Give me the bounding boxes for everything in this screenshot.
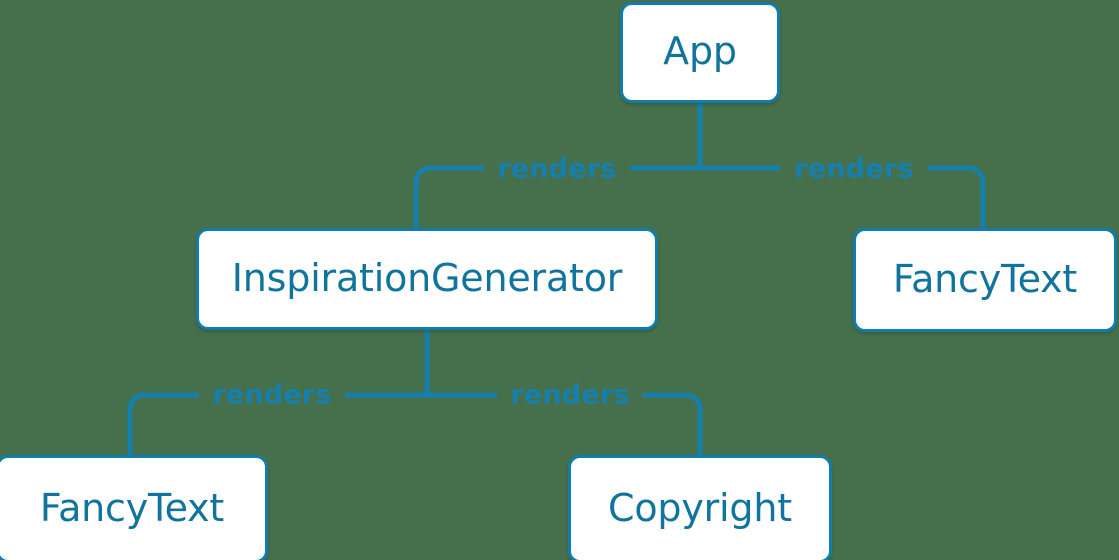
edge-label-app-to-fancytext-right: renders — [794, 153, 914, 185]
node-fancytext-right[interactable]: FancyText — [853, 228, 1117, 332]
node-fancytext-left-label: FancyText — [39, 485, 225, 530]
edge-label-inspiration-to-copyright: renders — [510, 379, 630, 411]
node-app-label: App — [663, 29, 737, 73]
edge-label-inspiration-to-fancytext-left: renders — [212, 379, 332, 411]
node-fancytext-left[interactable]: FancyText — [0, 455, 268, 560]
node-inspiration-generator[interactable]: InspirationGenerator — [196, 228, 658, 330]
node-copyright[interactable]: Copyright — [568, 455, 832, 560]
node-inspiration-generator-label: InspirationGenerator — [231, 255, 623, 300]
node-copyright-label: Copyright — [608, 485, 792, 530]
node-fancytext-right-label: FancyText — [892, 256, 1078, 301]
edge-label-app-to-inspiration: renders — [497, 153, 617, 185]
node-app[interactable]: App — [620, 2, 780, 103]
